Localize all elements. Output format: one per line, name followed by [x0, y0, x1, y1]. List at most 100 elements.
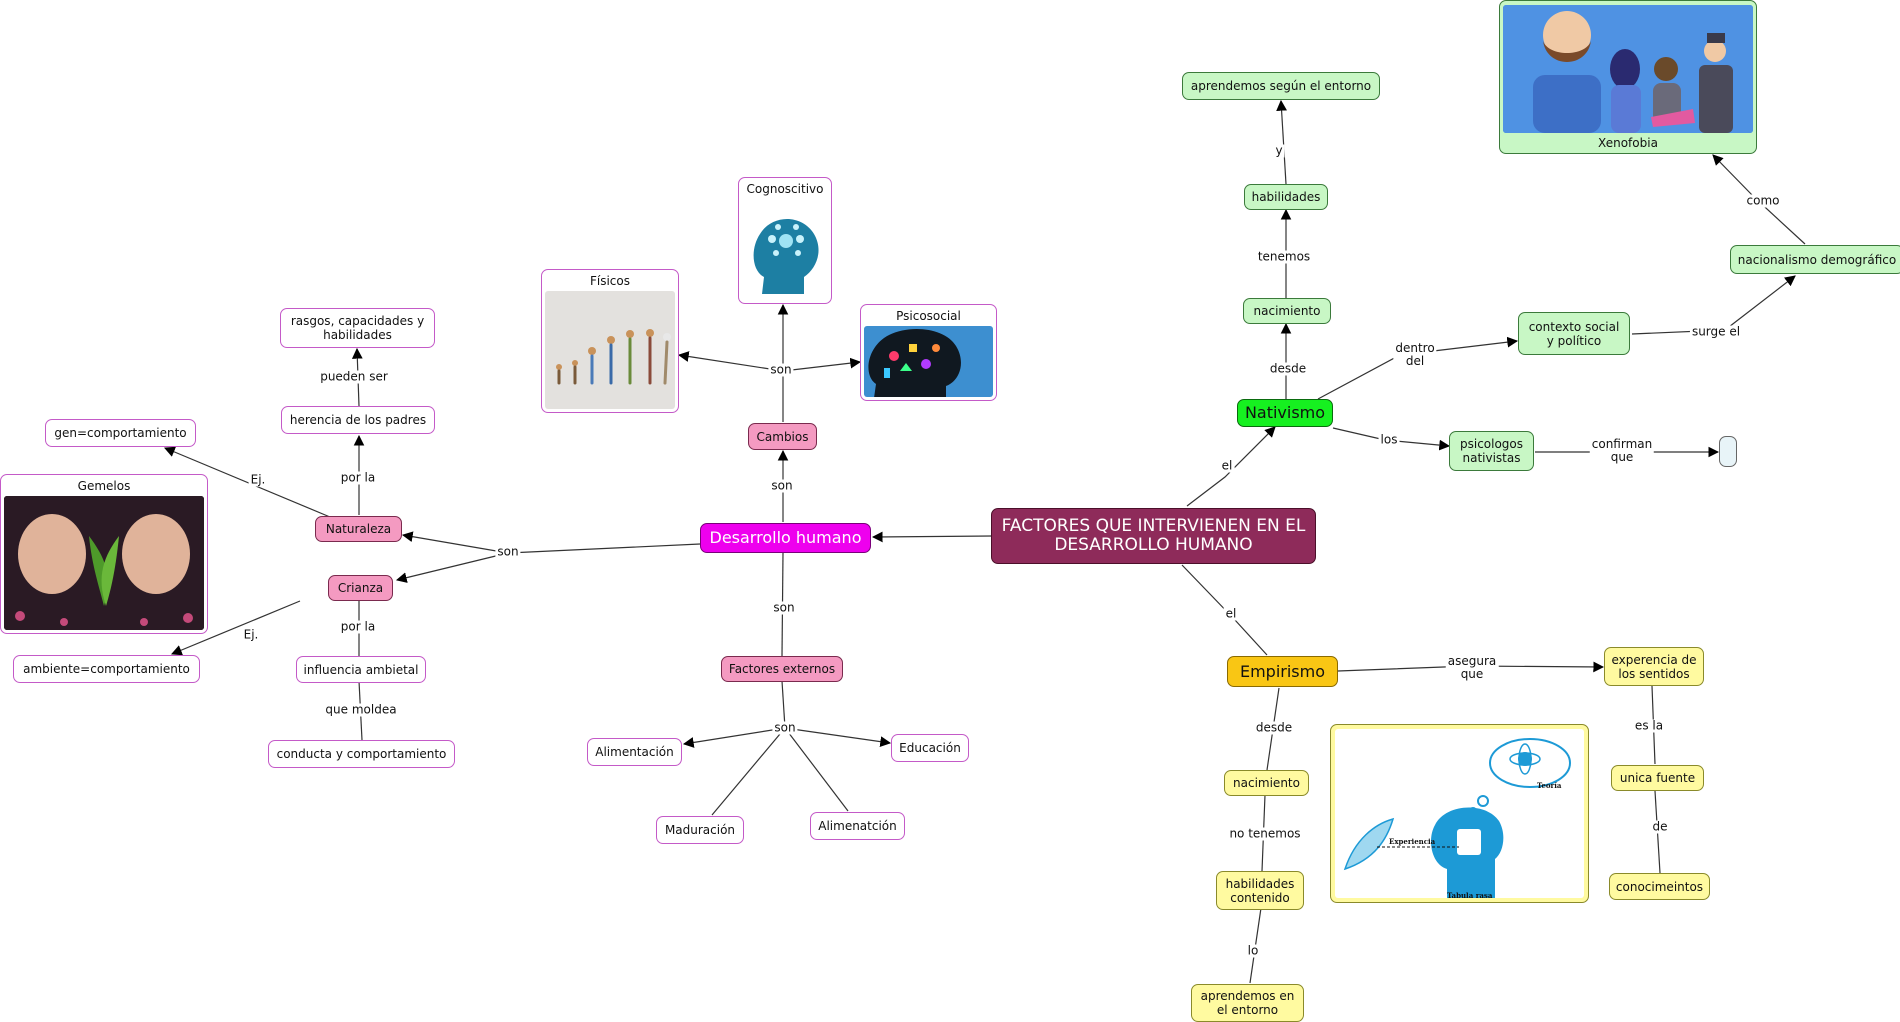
- label-confirman-que: confirman que: [1589, 437, 1655, 464]
- node-gemelos[interactable]: Gemelos: [0, 474, 208, 634]
- label-desde: desde: [1267, 361, 1309, 376]
- edge-hub-alimentacion: [682, 727, 786, 748]
- node-herencia[interactable]: herencia de los padres: [281, 406, 435, 434]
- edge-hub-maduracion: [711, 727, 786, 816]
- evolution-image: [545, 291, 675, 409]
- node-text: Empirismo: [1239, 661, 1326, 681]
- node-nacionalismo[interactable]: nacionalismo demográfico: [1730, 245, 1900, 274]
- label-como: como: [1744, 193, 1782, 208]
- edge-naturaleza-gen: [164, 446, 331, 518]
- node-empirismo[interactable]: Empirismo: [1227, 656, 1338, 687]
- label-no-tenemos: no tenemos: [1227, 826, 1303, 841]
- node-alimenatcion[interactable]: Alimenatción: [810, 812, 905, 840]
- image-label-teoria: Teoría: [1537, 781, 1562, 790]
- edge-factores-hub: [781, 680, 786, 729]
- node-educacion[interactable]: Educación: [891, 734, 969, 762]
- node-unica-fuente[interactable]: unica fuente: [1611, 765, 1704, 791]
- label-son: son: [772, 720, 798, 735]
- edge-crianza-ambiente: [171, 600, 301, 656]
- node-text: experencia de los sentidos: [1611, 652, 1697, 681]
- head-gears-icon: [753, 219, 819, 294]
- label-el: el: [1219, 458, 1235, 473]
- node-text: Educación: [899, 741, 961, 755]
- node-cambios[interactable]: Cambios: [748, 423, 817, 450]
- node-text: conducta y comportamiento: [276, 747, 447, 761]
- node-empirismo-aprendemos[interactable]: aprendemos en el entorno: [1191, 984, 1304, 1022]
- evolution-figures-icon: [556, 329, 671, 385]
- node-nativismo-habilidades[interactable]: habilidades: [1244, 184, 1328, 210]
- node-conducta[interactable]: conducta y comportamiento: [268, 740, 455, 768]
- node-contexto[interactable]: contexto social y político: [1518, 312, 1630, 355]
- node-text: rasgos, capacidades y habilidades: [290, 314, 425, 342]
- colorful-head-icon: [868, 329, 961, 397]
- node-fisicos[interactable]: Físicos: [541, 269, 679, 413]
- central-topic-text: FACTORES QUE INTERVIENEN EN EL DESARROLL…: [1001, 516, 1306, 555]
- label-pueden-ser: pueden ser: [318, 369, 390, 384]
- node-crianza[interactable]: Crianza: [328, 575, 393, 601]
- node-caption: Cognoscitivo: [746, 182, 824, 196]
- node-psicosocial[interactable]: Psicosocial: [860, 304, 997, 401]
- label-dentro-del: dentro del: [1393, 341, 1437, 368]
- node-factores-externos[interactable]: Factores externos: [721, 656, 843, 682]
- node-text: nacimiento: [1233, 776, 1300, 790]
- node-empirismo-habilidades[interactable]: habilidades contenido: [1216, 871, 1304, 910]
- node-text: influencia ambietal: [303, 662, 419, 677]
- xenofobia-image: [1503, 5, 1753, 133]
- node-empirismo-image[interactable]: Teoría Experiencia Tabula rasa: [1330, 724, 1589, 903]
- node-gen[interactable]: gen=comportamiento: [45, 419, 196, 447]
- node-text: nacionalismo demográfico: [1737, 252, 1897, 267]
- node-caption: Físicos: [589, 274, 630, 288]
- node-xenofobia[interactable]: Xenofobia: [1499, 0, 1757, 154]
- edge-cambios-psicosocial: [782, 357, 862, 372]
- label-surge-el: surge el: [1689, 324, 1743, 339]
- node-text: habilidades: [1251, 190, 1321, 204]
- edge-central-desarrollo: [871, 531, 993, 543]
- label-ej: Ej.: [241, 627, 261, 642]
- tabula-rasa-illustration: [1343, 738, 1571, 898]
- label-el: el: [1223, 606, 1239, 621]
- node-conocimientos[interactable]: conocimeintos: [1609, 873, 1710, 900]
- node-text: Factores externos: [728, 662, 836, 676]
- node-empirismo-nacimiento[interactable]: nacimiento: [1224, 770, 1309, 796]
- label-son: son: [769, 478, 795, 493]
- edge-central-nativismo: [1186, 426, 1276, 507]
- label-lo: lo: [1245, 943, 1261, 958]
- node-text: aprendemos según el entorno: [1190, 79, 1372, 93]
- node-caption: Gemelos: [77, 479, 131, 493]
- node-text: Nativismo: [1244, 403, 1326, 422]
- node-text: psicologos nativistas: [1459, 437, 1524, 465]
- edge-hub-educacion: [784, 727, 892, 747]
- node-empty[interactable]: [1719, 436, 1737, 467]
- node-cognoscitivo[interactable]: Cognoscitivo: [738, 177, 832, 304]
- label-es-la: es la: [1632, 718, 1666, 733]
- node-text: herencia de los padres: [289, 413, 427, 427]
- edge-cambios-fisicos: [677, 351, 784, 372]
- edge-hub-alimenatcion: [784, 727, 849, 812]
- node-experiencia[interactable]: experencia de los sentidos: [1604, 647, 1704, 686]
- edge-desarrollo-crianza: [395, 552, 509, 583]
- node-psicologos[interactable]: psicologos nativistas: [1449, 431, 1534, 471]
- twins-image: [4, 496, 204, 630]
- central-topic[interactable]: FACTORES QUE INTERVIENEN EN EL DESARROLL…: [991, 508, 1316, 564]
- label-tenemos: tenemos: [1255, 249, 1313, 264]
- node-maduracion[interactable]: Maduración: [656, 816, 744, 844]
- node-text: Alimentación: [595, 745, 674, 759]
- label-son: son: [771, 600, 797, 615]
- node-nativismo-aprendemos[interactable]: aprendemos según el entorno: [1182, 72, 1380, 100]
- psychosocial-image: [864, 326, 993, 397]
- node-nativismo[interactable]: Nativismo: [1237, 399, 1333, 427]
- node-text: Maduración: [664, 823, 736, 837]
- node-caption: Xenofobia: [1598, 136, 1658, 150]
- node-ambiente[interactable]: ambiente=comportamiento: [13, 655, 200, 683]
- node-naturaleza[interactable]: Naturaleza: [315, 516, 402, 542]
- node-text: Naturaleza: [325, 522, 392, 536]
- node-alimentacion[interactable]: Alimentación: [587, 738, 682, 766]
- node-nativismo-nacimiento[interactable]: nacimiento: [1243, 298, 1331, 324]
- node-text: Cambios: [756, 429, 809, 444]
- label-que-moldea: que moldea: [323, 702, 399, 717]
- node-desarrollo-humano[interactable]: Desarrollo humano: [700, 523, 871, 553]
- edge-habilidades-aprendemos: [1276, 99, 1287, 185]
- node-influencia[interactable]: influencia ambietal: [296, 656, 426, 683]
- node-rasgos[interactable]: rasgos, capacidades y habilidades: [280, 308, 435, 348]
